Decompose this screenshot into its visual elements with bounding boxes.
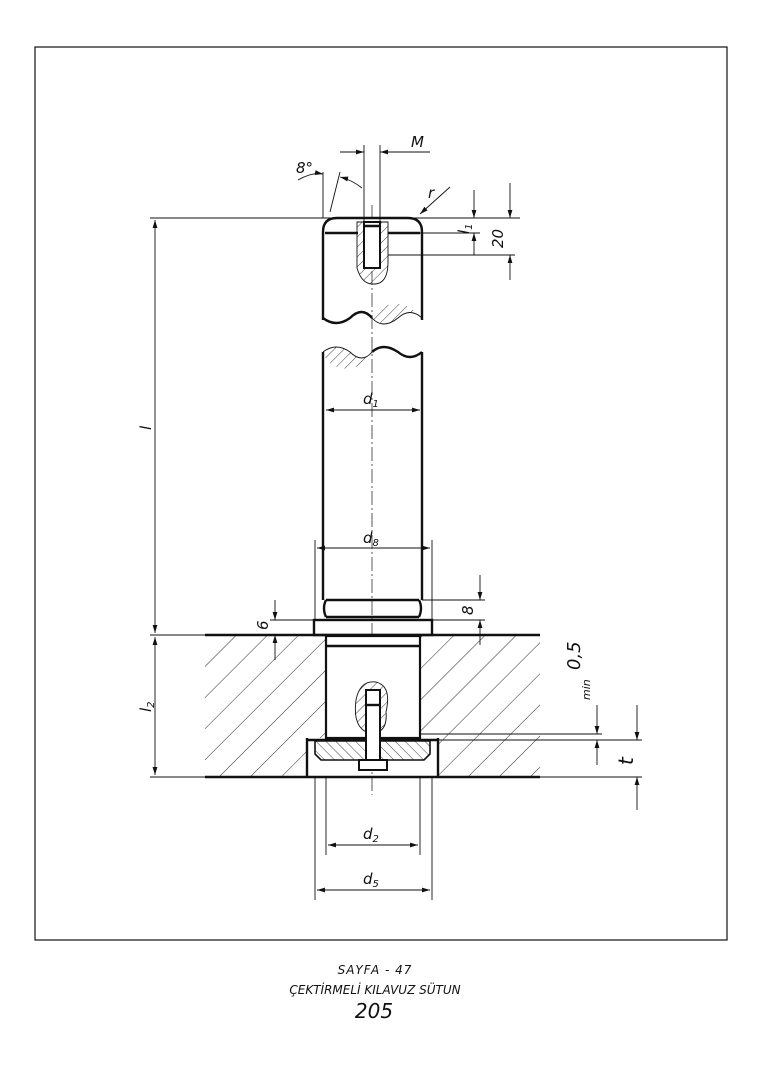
dim-label-d8: d8: [363, 529, 379, 549]
caption-number: 205: [355, 999, 393, 1023]
dim-label-d2: d2: [363, 825, 379, 845]
dim-label-t: t: [614, 756, 638, 765]
die-plate-section: [205, 633, 540, 779]
dim-label-20: 20: [489, 229, 507, 248]
dim-label-min: min: [580, 679, 593, 700]
dim-label-collar: 6: [254, 620, 272, 630]
dim-label-clearance: 0,5: [564, 641, 585, 670]
column-shaft: [312, 352, 434, 637]
dim-label-d1: d1: [363, 390, 379, 410]
dimension-lines: [150, 145, 642, 900]
dim-label-l1: l1: [455, 223, 475, 234]
column-top: [321, 216, 424, 369]
dim-label-radius: r: [428, 184, 435, 202]
caption-title: ÇEKTİRMELİ KILAVUZ SÜTUN: [289, 981, 460, 997]
dim-label-d5: d5: [363, 870, 379, 890]
dim-label-l2: l2: [137, 701, 157, 712]
dim-label-angle: 8°: [296, 159, 313, 177]
caption-page: SAYFA - 47: [338, 963, 413, 977]
drawing-frame: [34, 46, 728, 941]
dim-label-thread: M: [411, 133, 424, 151]
dim-label-length: l: [137, 425, 155, 430]
dim-label-groove: 8: [459, 605, 477, 615]
